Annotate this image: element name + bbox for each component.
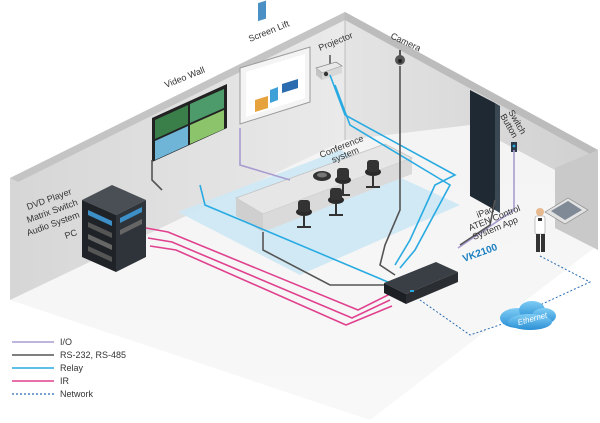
legend-item-network: Network bbox=[12, 389, 94, 399]
chair bbox=[335, 168, 351, 196]
relay-cable bbox=[329, 74, 457, 266]
io-cable bbox=[239, 128, 291, 181]
chair bbox=[328, 188, 344, 216]
screen-lift-label: Screen Lift bbox=[247, 18, 291, 44]
rs232-cable bbox=[379, 66, 401, 276]
door bbox=[470, 90, 500, 213]
chair bbox=[365, 160, 381, 188]
projector bbox=[315, 55, 343, 80]
ipad-device bbox=[544, 197, 589, 225]
conference-system-device bbox=[313, 171, 331, 181]
legend-label: RS-232, RS-485 bbox=[60, 350, 126, 360]
person bbox=[534, 208, 546, 252]
legend-item-io: I/O bbox=[12, 337, 72, 347]
screen-lift bbox=[239, 0, 311, 125]
relay-cable bbox=[199, 184, 396, 286]
pc-label: PC bbox=[63, 227, 79, 241]
legend: I/O RS-232, RS-485 Relay IR Network bbox=[12, 337, 126, 399]
video-wall bbox=[152, 84, 227, 162]
legend-item-rs232: RS-232, RS-485 bbox=[12, 350, 126, 360]
ir-cable bbox=[149, 245, 393, 326]
cables bbox=[145, 66, 515, 326]
camera bbox=[395, 50, 405, 65]
chairs bbox=[296, 160, 381, 228]
partition-wall bbox=[555, 150, 598, 250]
rs232-cable bbox=[459, 199, 496, 246]
legend-label: I/O bbox=[60, 337, 72, 347]
rs232-cable bbox=[262, 232, 385, 286]
io-cable bbox=[457, 150, 515, 249]
ir-cable bbox=[145, 227, 393, 311]
legend-label: Relay bbox=[60, 363, 84, 373]
legend-item-relay: Relay bbox=[12, 363, 84, 373]
legend-label: Network bbox=[60, 389, 94, 399]
legend-item-ir: IR bbox=[12, 376, 70, 386]
ethernet-cloud: Ethernet bbox=[500, 301, 556, 330]
equipment-rack bbox=[82, 185, 146, 272]
legend-label: IR bbox=[60, 376, 70, 386]
right-wall-top-edge bbox=[345, 12, 598, 154]
chair bbox=[296, 200, 312, 228]
left-wall-top-edge bbox=[10, 12, 345, 182]
relay-cable bbox=[334, 84, 452, 269]
vk2100-controller bbox=[384, 262, 458, 304]
rs232-cable bbox=[151, 160, 163, 191]
ir-cable bbox=[147, 237, 391, 319]
back-wall bbox=[345, 12, 598, 248]
